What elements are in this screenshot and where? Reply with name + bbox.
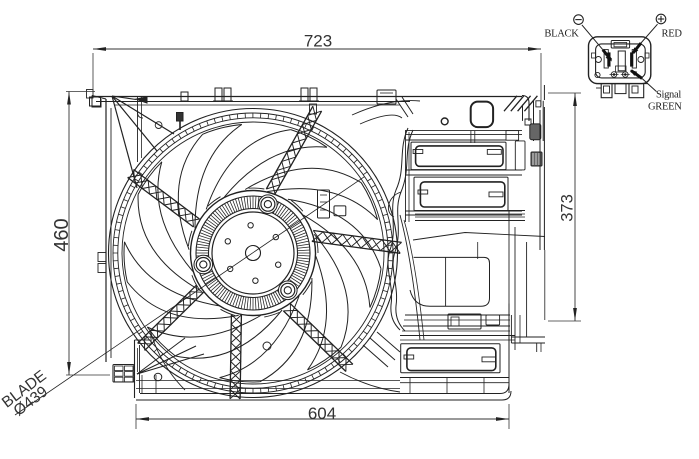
svg-text:723: 723 — [304, 32, 332, 51]
svg-text:460: 460 — [51, 218, 73, 251]
svg-text:GREEN: GREEN — [648, 102, 682, 113]
svg-text:RED: RED — [662, 29, 683, 40]
svg-text:373: 373 — [559, 194, 577, 222]
svg-text:Signal: Signal — [656, 90, 681, 101]
svg-text:604: 604 — [308, 404, 336, 423]
svg-text:BLACK: BLACK — [544, 29, 579, 40]
